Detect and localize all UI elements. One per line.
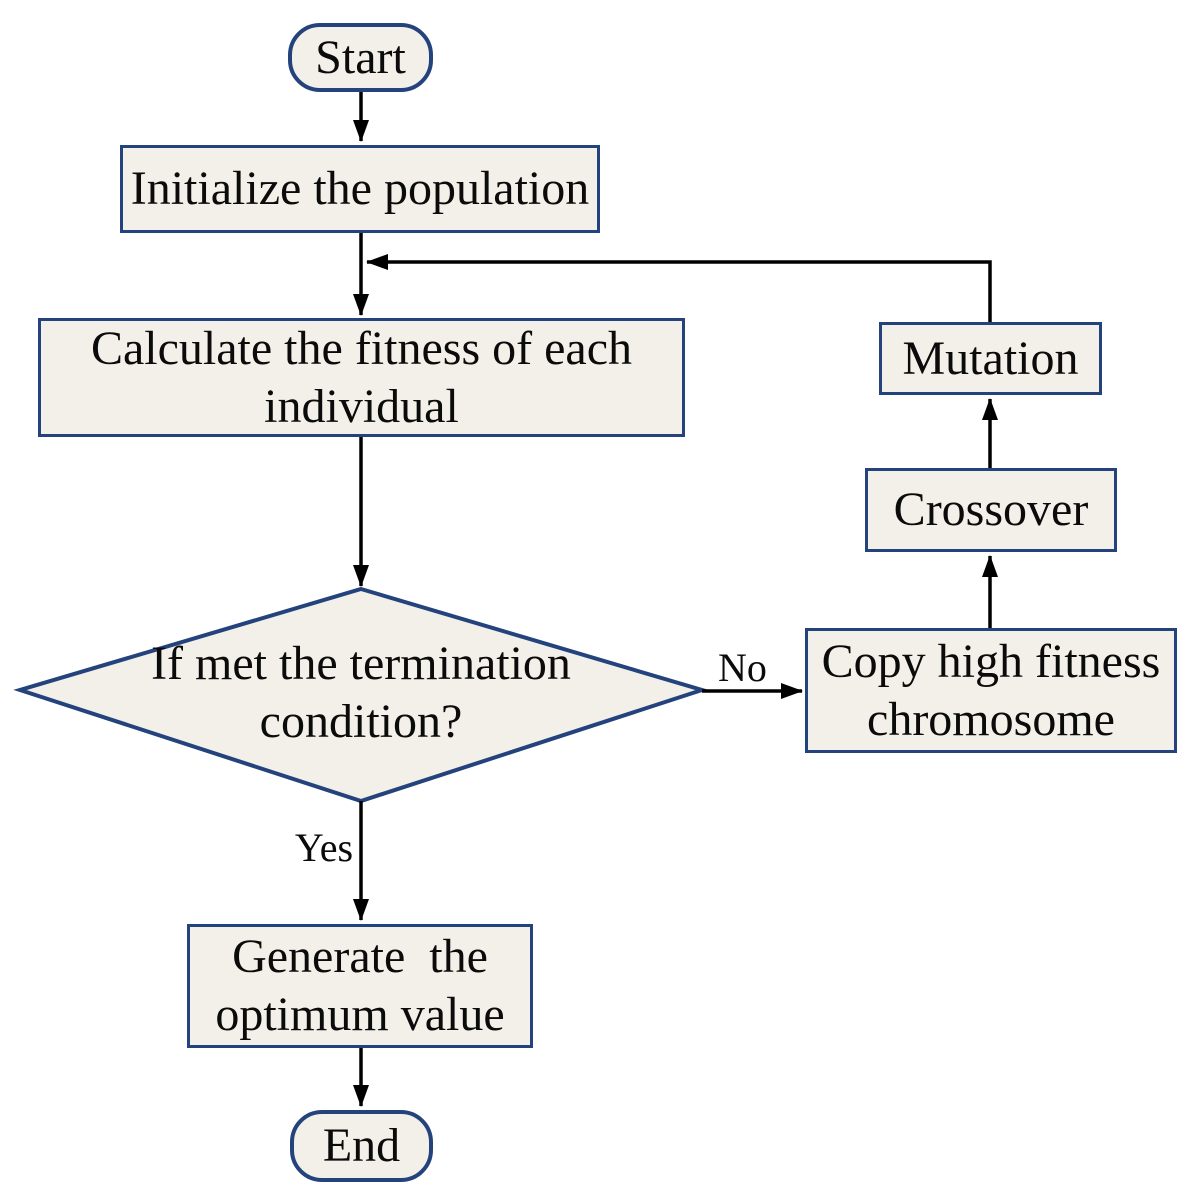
termination-decision-node: If met the termination condition? [60, 635, 662, 750]
crossover-node: Crossover [865, 468, 1117, 552]
arrow-mutation-feedback-loop [366, 254, 992, 322]
copy-high-fitness-node: Copy high fitness chromosome [805, 628, 1177, 753]
generate-optimum-node: Generate the optimum value [187, 924, 533, 1048]
start-node: Start [288, 23, 433, 92]
yes-branch-label: Yes [294, 825, 354, 870]
end-node: End [290, 1110, 433, 1182]
no-branch-label: No [718, 645, 767, 690]
crossover-label: Crossover [893, 483, 1089, 537]
start-node-label: Start [315, 30, 406, 84]
generate-optimum-label: Generate the optimum value [215, 930, 505, 1041]
calculate-fitness-label: Calculate the fitness of each individual [90, 321, 633, 433]
termination-decision-label: If met the termination condition? [151, 636, 571, 748]
calculate-fitness-node: Calculate the fitness of each individual [38, 318, 685, 437]
mutation-label: Mutation [902, 331, 1079, 385]
end-node-label: End [322, 1119, 401, 1173]
initialize-population-label: Initialize the population [130, 162, 590, 216]
copy-high-fitness-label: Copy high fitness chromosome [821, 634, 1161, 746]
mutation-node: Mutation [879, 322, 1102, 395]
initialize-population-node: Initialize the population [120, 145, 600, 233]
